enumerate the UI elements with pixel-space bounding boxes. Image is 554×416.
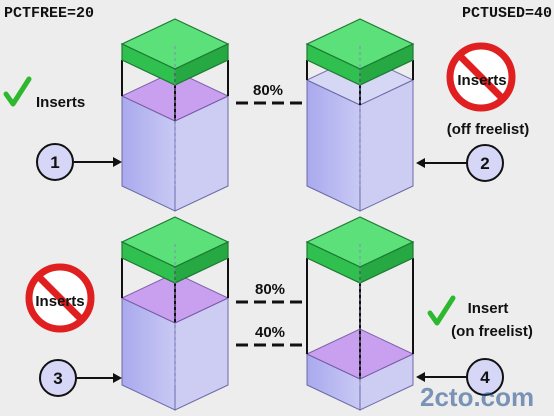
step-4-status-note: (on freelist)	[451, 323, 533, 340]
step-4-badge	[466, 358, 504, 396]
pctused-label: PCTUSED=40	[462, 5, 552, 22]
step-2-number: 2	[480, 154, 489, 173]
step-3-status-label: Inserts	[35, 293, 84, 310]
data-block-2	[305, 18, 415, 212]
step-1-number: 1	[50, 153, 59, 172]
step-1-badge	[36, 143, 74, 181]
data-block-1	[120, 18, 230, 212]
step-3: Inserts 3	[25, 263, 122, 397]
step-4-number: 4	[480, 368, 490, 387]
step-4: Insert (on freelist) 4	[416, 295, 533, 396]
step-3-badge	[39, 359, 77, 397]
step-1-status-label: Inserts	[36, 94, 85, 111]
threshold-80-label-bottom: 80%	[255, 281, 285, 298]
step-2-status-note: (off freelist)	[447, 121, 530, 138]
no-entry-icon	[446, 42, 516, 112]
threshold-40-label: 40%	[255, 324, 285, 341]
check-icon	[3, 76, 32, 107]
no-entry-icon	[25, 263, 95, 333]
watermark-text: 2cto.com	[420, 382, 534, 412]
threshold-80-label-top: 80%	[253, 82, 283, 99]
check-icon	[427, 295, 456, 326]
step-1: Inserts 1	[3, 76, 122, 181]
step-4-status-label: Insert	[468, 300, 509, 317]
step-2-badge	[466, 144, 504, 182]
pctfree-label: PCTFREE=20	[4, 5, 94, 22]
step-2: Inserts (off freelist) 2	[416, 42, 530, 182]
data-block-4	[305, 216, 415, 411]
step-3-number: 3	[53, 369, 62, 388]
data-block-3	[120, 216, 230, 411]
watermark: 2cto.com	[420, 382, 534, 412]
step-2-status-label: Inserts	[457, 72, 506, 89]
